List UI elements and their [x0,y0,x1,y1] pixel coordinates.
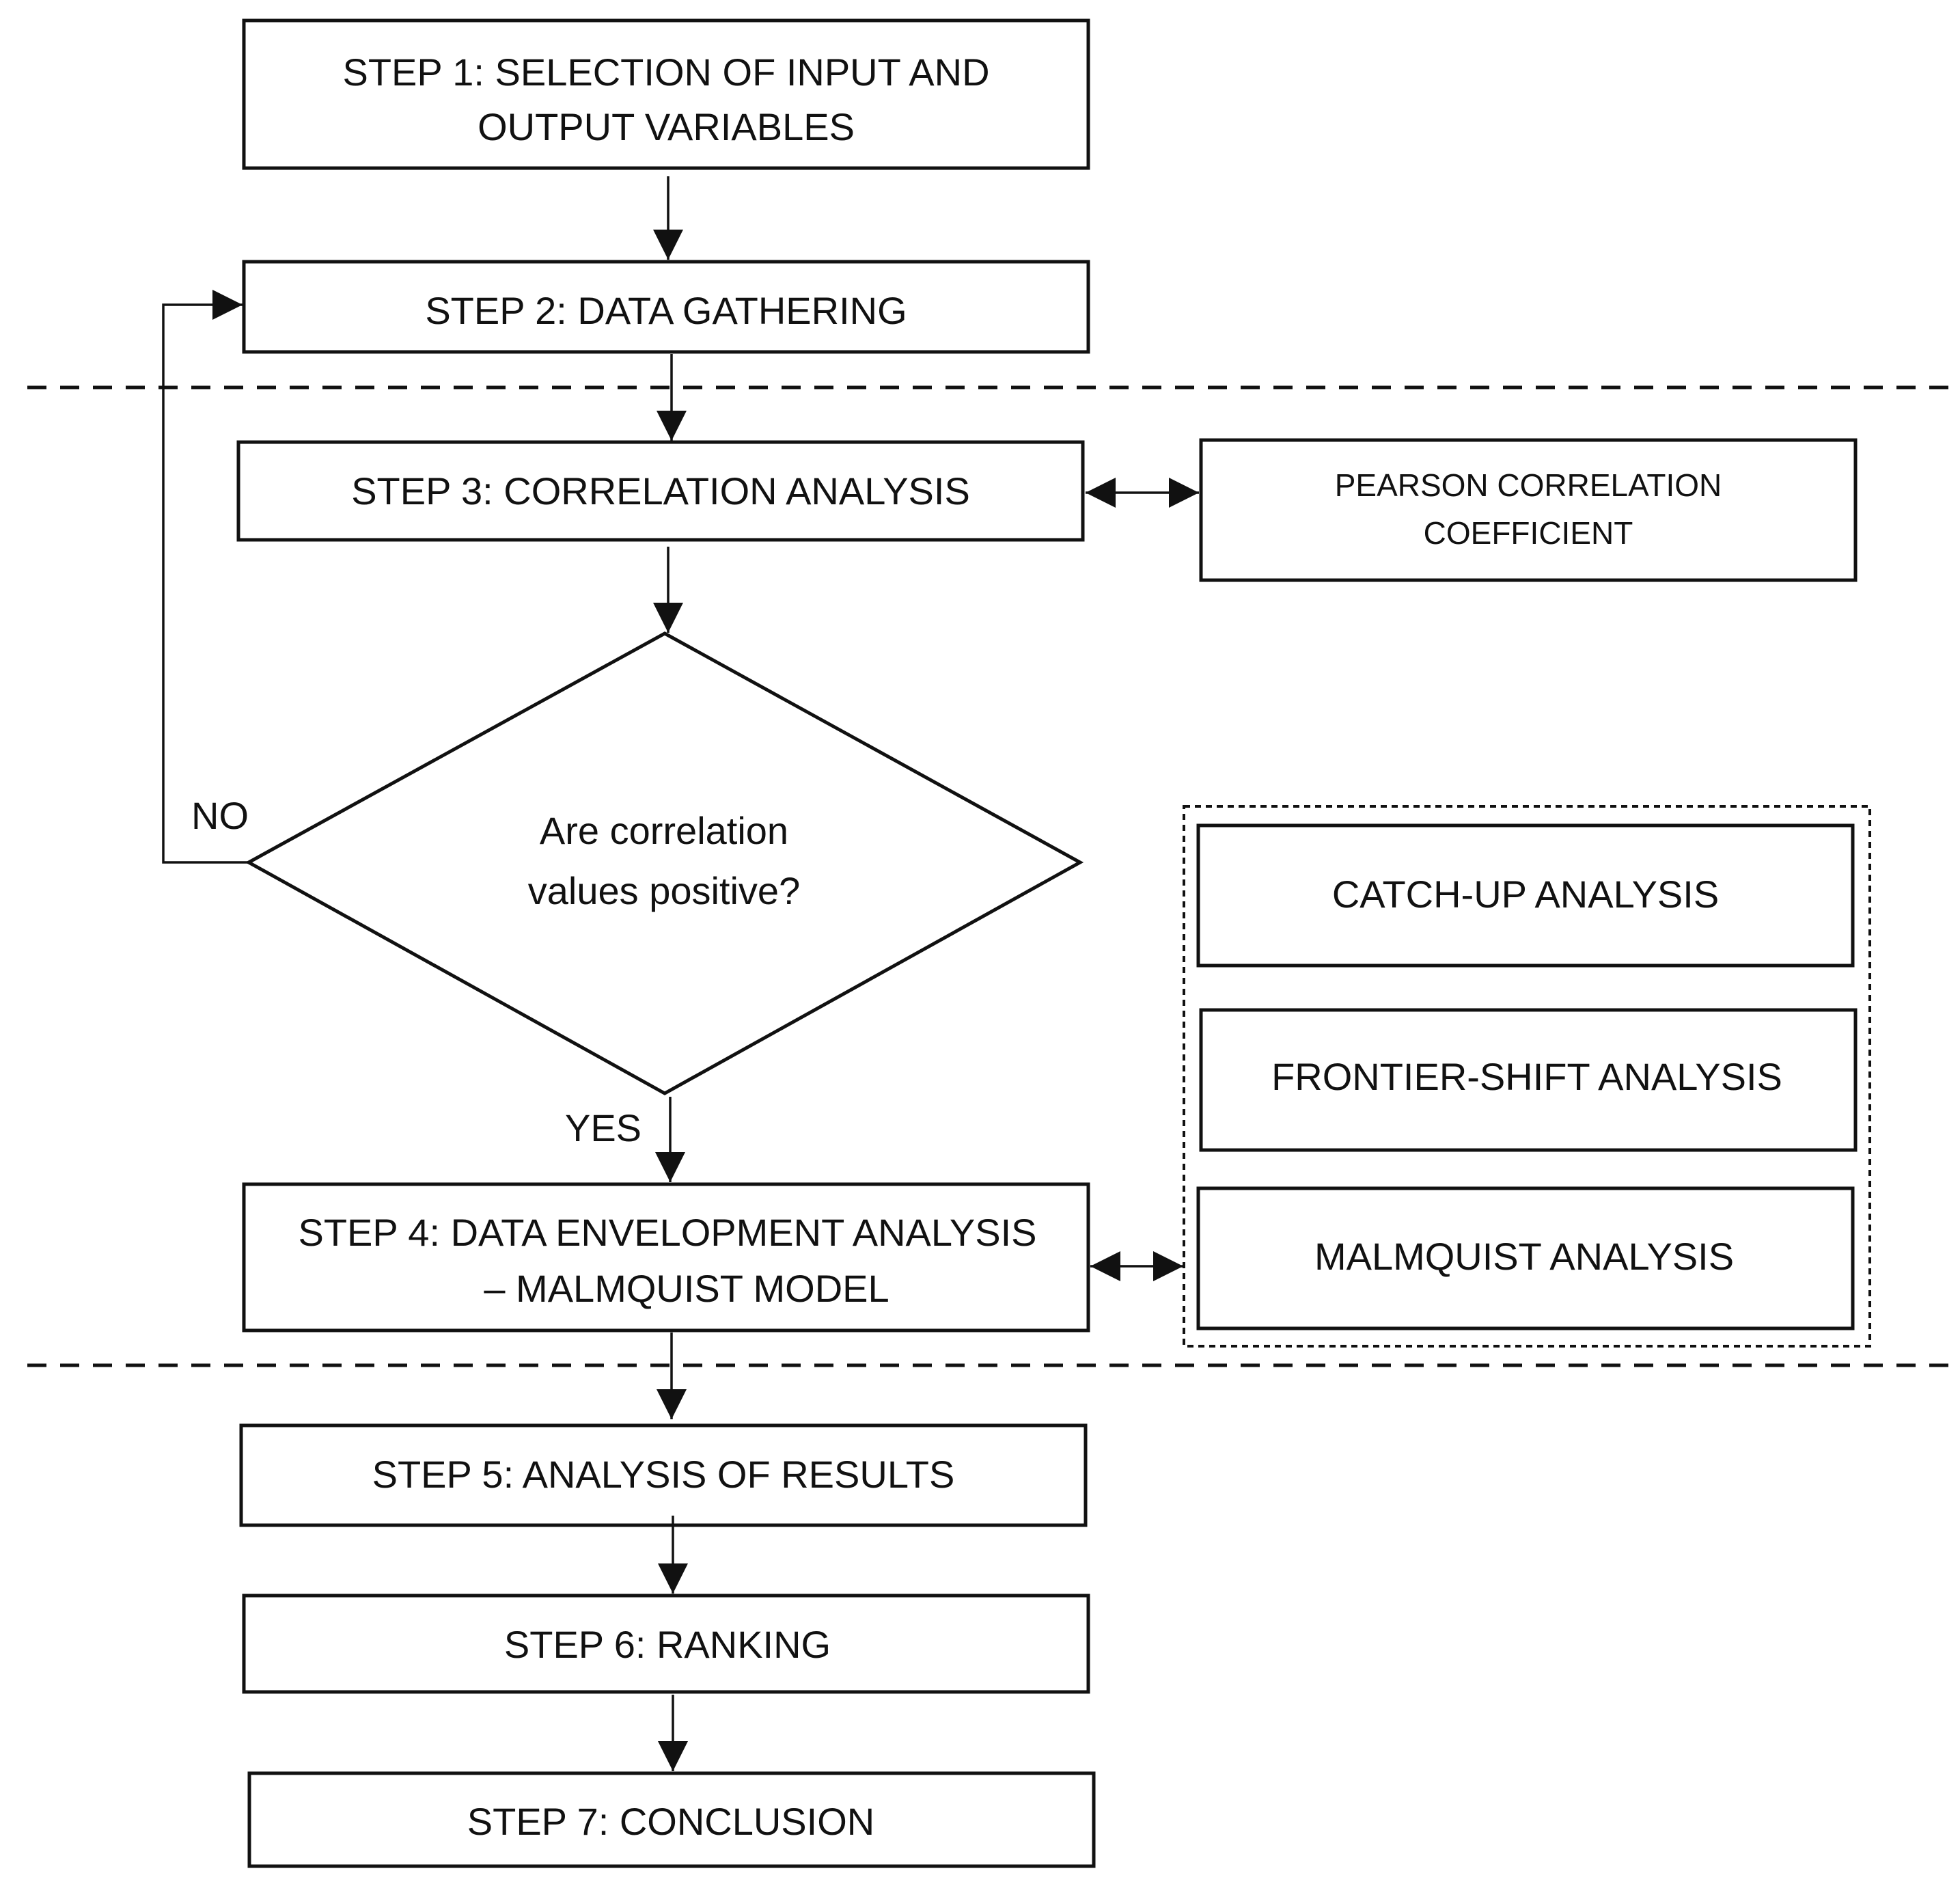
step-3-label: STEP 3: CORRELATION ANALYSIS [351,469,970,512]
analyses-group-frame [1183,805,1871,1348]
step-7-box: STEP 7: CONCLUSION [247,1771,1096,1868]
step-2-box: STEP 2: DATA GATHERING [242,260,1090,354]
frontier-shift-label: FRONTIER-SHIFT ANALYSIS [1271,1055,1782,1098]
step-2-label: STEP 2: DATA GATHERING [425,289,907,332]
step-7-label: STEP 7: CONCLUSION [467,1800,874,1843]
step-4-box: STEP 4: DATA ENVELOPMENT ANALYSIS – MALM… [242,1182,1090,1332]
pearson-label-line2: COEFFICIENT [1424,515,1633,551]
decision-question-line2: values positive? [528,869,800,912]
pearson-label-line1: PEARSON CORRELATION [1335,467,1722,503]
yes-branch-label: YES [565,1106,641,1149]
catch-up-label: CATCH-UP ANALYSIS [1332,873,1719,916]
step-6-label: STEP 6: RANKING [504,1623,831,1666]
step-6-box: STEP 6: RANKING [242,1594,1090,1694]
step-5-box: STEP 5: ANALYSIS OF RESULTS [239,1423,1088,1527]
step-3-box: STEP 3: CORRELATION ANALYSIS [236,440,1085,542]
step-4-label-line1: STEP 4: DATA ENVELOPMENT ANALYSIS [299,1211,1037,1254]
decision-question-line1: Are correlation [540,809,788,852]
catch-up-analysis-box: CATCH-UP ANALYSIS [1196,823,1855,968]
pearson-correlation-box: PEARSON CORRELATION COEFFICIENT [1199,438,1858,582]
no-branch-loop-arrow [162,290,249,864]
decision-diamond: Are correlation values positive? [245,631,1084,1095]
step-1-box: STEP 1: SELECTION OF INPUT AND OUTPUT VA… [242,18,1090,170]
step-4-label-line2: – MALMQUIST MODEL [484,1267,889,1310]
step-5-label: STEP 5: ANALYSIS OF RESULTS [372,1453,955,1496]
step-1-label-line1: STEP 1: SELECTION OF INPUT AND [342,51,989,94]
no-branch-label: NO [191,794,249,837]
malmquist-label: MALMQUIST ANALYSIS [1314,1235,1734,1278]
step-1-label-line2: OUTPUT VARIABLES [478,105,855,148]
malmquist-analysis-box: MALMQUIST ANALYSIS [1196,1186,1855,1330]
frontier-shift-analysis-box: FRONTIER-SHIFT ANALYSIS [1199,1008,1858,1152]
